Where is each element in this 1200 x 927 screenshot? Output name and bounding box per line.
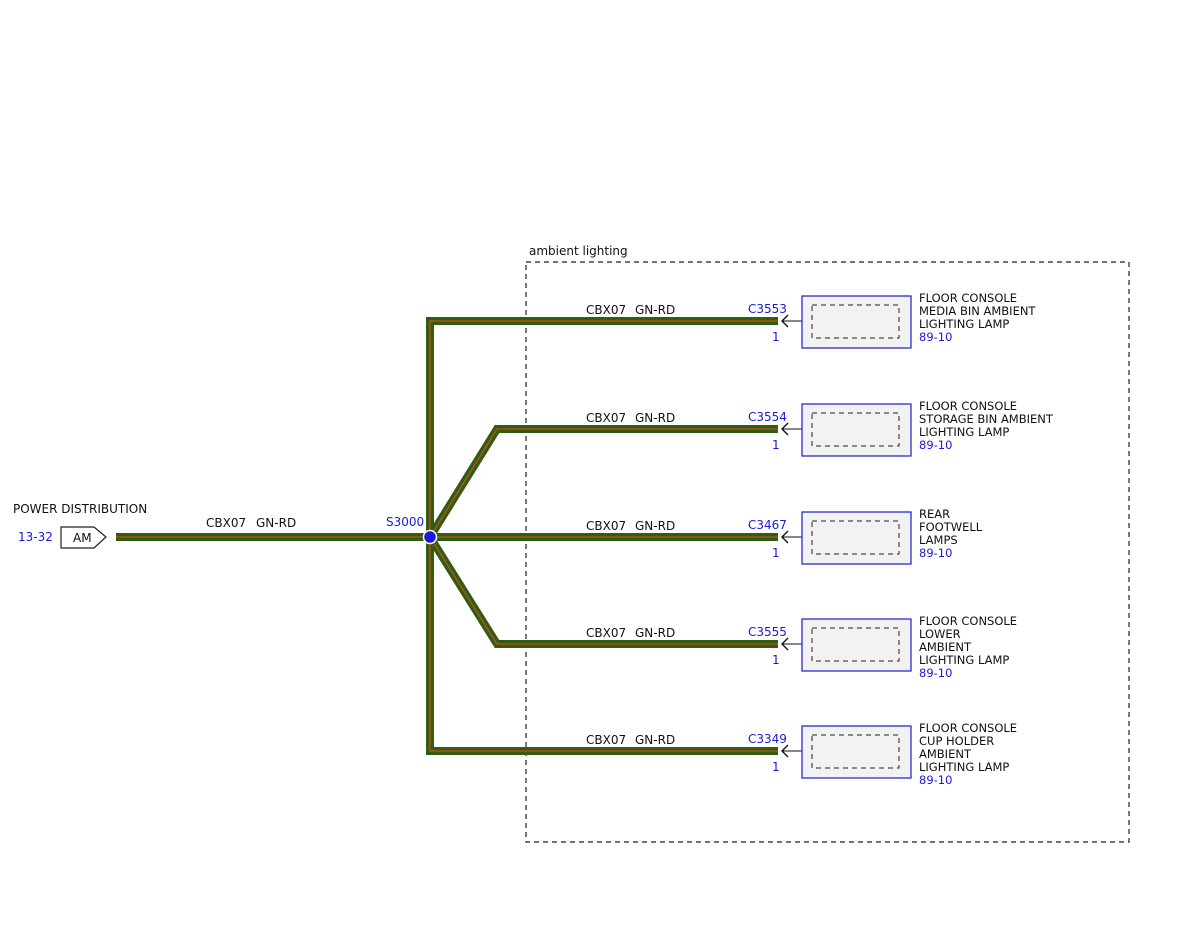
wire-color-label: GN-RD [635,626,675,640]
component-ref-link[interactable]: 89-10 [919,438,952,452]
source-ref-link[interactable]: 13-32 [18,530,53,544]
component-name-line: LIGHTING LAMP [919,317,1009,331]
component-name-line: LAMPS [919,533,958,547]
branch-wire-2 [426,425,778,540]
wire-color-label: GN-RD [635,519,675,533]
branch-wire-5 [426,537,778,755]
component-name-line: FLOOR CONSOLE [919,399,1017,413]
source-connector-label: AM [73,531,92,545]
component-name-line: FOOTWELL [919,520,983,534]
branch-4: CBX07 GN-RD C3555 1 FLOOR CONSOLELOWERAMBIEN… [586,614,1017,680]
branch-wire-4 [426,534,778,648]
component-inner-outline [811,304,900,339]
group-boundary [525,261,1130,843]
feed-wire-circuit: CBX07 [206,516,246,530]
component-name-line: CUP HOLDER [919,734,994,748]
pin-number: 1 [772,653,780,667]
splice-label[interactable]: S3000 [386,515,424,529]
component-name-line: FLOOR CONSOLE [919,291,1017,305]
pin-number: 1 [772,760,780,774]
component-name-line: REAR [919,507,950,521]
wire-color-label: GN-RD [635,733,675,747]
branch-wire-1 [426,317,778,537]
pin-number: 1 [772,546,780,560]
component-name-line: LOWER [919,627,961,641]
component-name-line: LIGHTING LAMP [919,425,1009,439]
component-inner-outline [811,734,900,769]
component-ref-link[interactable]: 89-10 [919,666,952,680]
connector-id-link[interactable]: C3349 [748,732,787,746]
wire-circuit-label: CBX07 [586,411,626,425]
connector-id-link[interactable]: C3467 [748,518,787,532]
branch-wires [426,317,778,755]
component-name-line: STORAGE BIN AMBIENT [919,412,1054,426]
source-connector-shape [60,526,107,549]
splice-dot [422,529,438,545]
wire-circuit-label: CBX07 [586,733,626,747]
component-name-line: LIGHTING LAMP [919,760,1009,774]
connector-id-link[interactable]: C3555 [748,625,787,639]
component-name-line: AMBIENT [919,747,972,761]
wire-color-label: GN-RD [635,303,675,317]
wire-circuit-label: CBX07 [586,519,626,533]
pin-number: 1 [772,438,780,452]
connector-id-link[interactable]: C3554 [748,410,787,424]
component-name-line: AMBIENT [919,640,972,654]
component-box[interactable] [801,295,912,349]
wire-circuit-label: CBX07 [586,626,626,640]
group-label: ambient lighting [529,244,628,258]
component-inner-outline [811,520,900,555]
connector-id-link[interactable]: C3553 [748,302,787,316]
feed-wire-color: GN-RD [256,516,296,530]
component-box[interactable] [801,618,912,672]
component-inner-outline [811,627,900,662]
component-name-line: FLOOR CONSOLE [919,721,1017,735]
wire-color-label: GN-RD [635,411,675,425]
component-inner-outline [811,412,900,447]
component-name-line: MEDIA BIN AMBIENT [919,304,1036,318]
component-box[interactable] [801,511,912,565]
pin-number: 1 [772,330,780,344]
wire-circuit-label: CBX07 [586,303,626,317]
component-box[interactable] [801,725,912,779]
component-ref-link[interactable]: 89-10 [919,546,952,560]
component-name-line: LIGHTING LAMP [919,653,1009,667]
component-ref-link[interactable]: 89-10 [919,330,952,344]
component-box[interactable] [801,403,912,457]
component-name-line: FLOOR CONSOLE [919,614,1017,628]
component-ref-link[interactable]: 89-10 [919,773,952,787]
source-title: POWER DISTRIBUTION [13,502,147,516]
